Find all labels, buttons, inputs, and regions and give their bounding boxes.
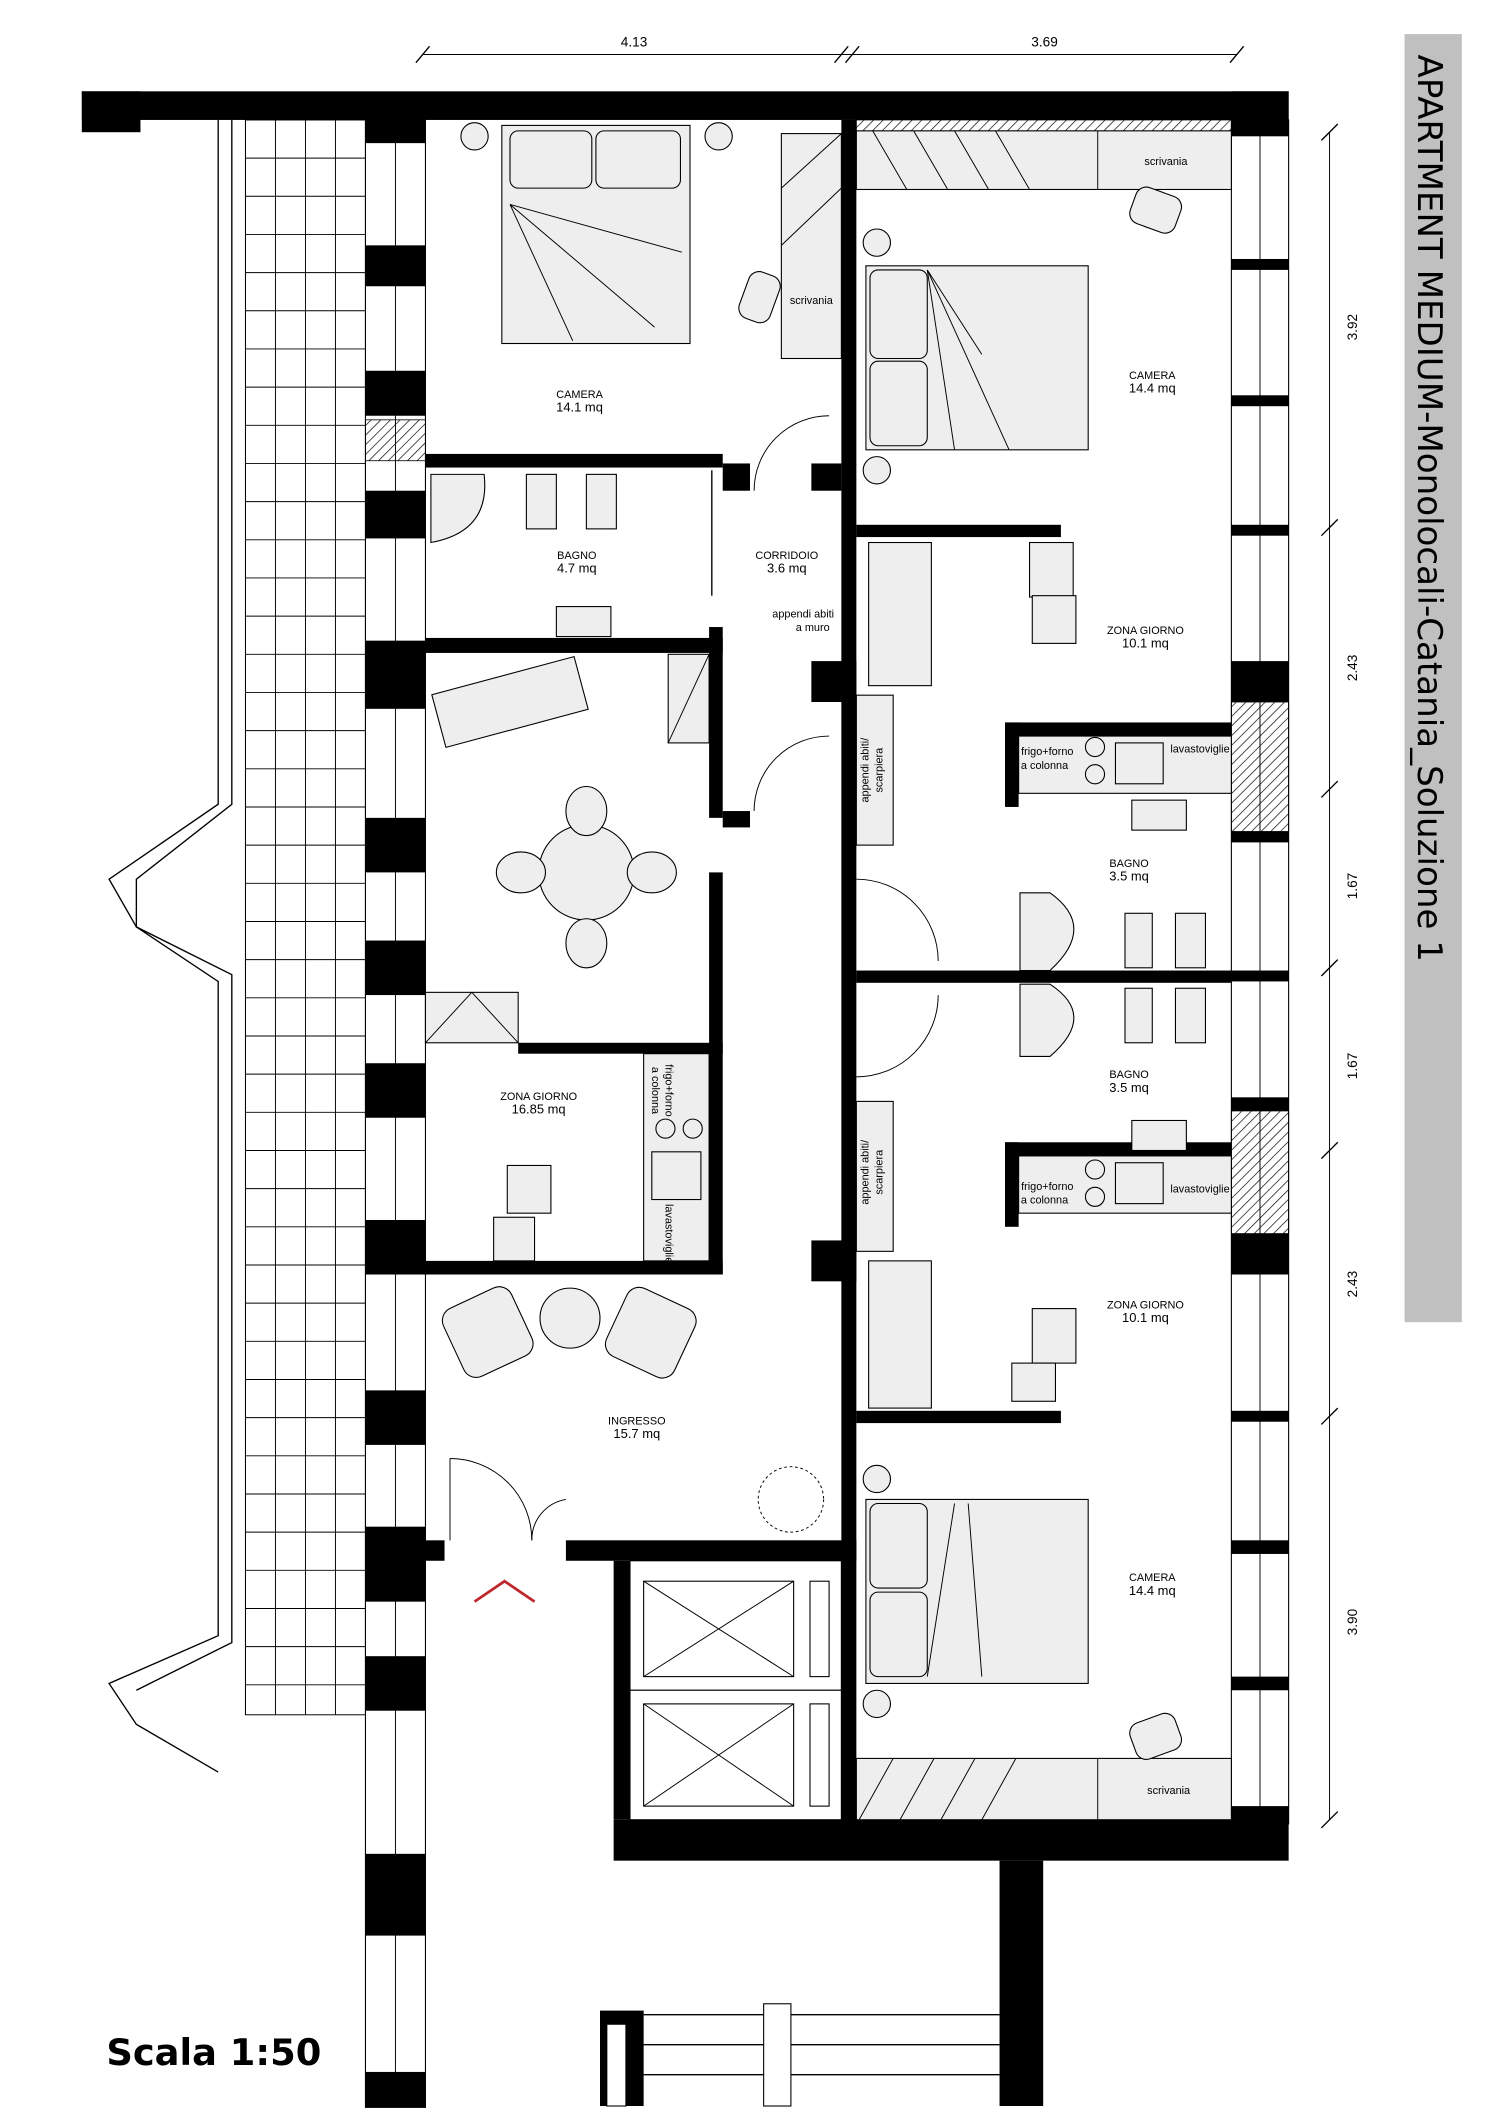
svg-text:4.7 mq: 4.7 mq: [557, 561, 597, 576]
scarpiera-label: scarpiera: [873, 1149, 885, 1195]
appendi-muro-label: a muro: [796, 622, 830, 634]
plan-title: APARTMENT MEDIUM-Monolocali-Catania_Solu…: [1409, 55, 1449, 962]
frigo-label: frigo+forno: [1021, 1181, 1073, 1193]
appendi-muro-label: appendi abiti: [772, 608, 834, 620]
bed: [460, 122, 733, 345]
balcony: [108, 119, 366, 1773]
lavastoviglie-label: lavastoviglie: [1170, 1184, 1229, 1196]
svg-text:CAMERA: CAMERA: [556, 389, 603, 401]
stair: [600, 2003, 1000, 2107]
walls: [81, 91, 1289, 2107]
lavastoviglie-label: lavastoviglie: [1170, 743, 1229, 755]
svg-text:ZONA GIORNO: ZONA GIORNO: [500, 1091, 577, 1103]
scrivania-label: scrivania: [1144, 156, 1188, 168]
frigo-label: frigo+forno: [1021, 746, 1073, 758]
svg-text:14.1 mq: 14.1 mq: [556, 400, 603, 415]
dimension-right-3: 1.67: [1345, 873, 1360, 900]
svg-text:3.5 mq: 3.5 mq: [1109, 1080, 1149, 1095]
svg-text:BAGNO: BAGNO: [557, 550, 596, 562]
svg-text:10.1 mq: 10.1 mq: [1122, 1310, 1169, 1325]
svg-text:CORRIDOIO: CORRIDOIO: [755, 550, 818, 562]
lavastoviglie-label: lavastoviglie: [662, 1204, 674, 1263]
entry-arrow-icon: [473, 1579, 536, 1603]
frigo-label: a colonna: [649, 1067, 661, 1115]
dimension-right-5: 2.43: [1345, 1271, 1360, 1298]
svg-text:CAMERA: CAMERA: [1129, 370, 1176, 382]
svg-text:ZONA GIORNO: ZONA GIORNO: [1107, 1300, 1184, 1312]
svg-text:BAGNO: BAGNO: [1109, 1069, 1148, 1081]
scarpiera-label: appendi abiti/: [860, 1139, 872, 1205]
dimension-right-1: 3.92: [1345, 314, 1360, 341]
svg-text:14.4 mq: 14.4 mq: [1129, 381, 1176, 396]
right-exterior-wall: [1230, 119, 1290, 1825]
svg-text:INGRESSO: INGRESSO: [608, 1415, 666, 1427]
title-bar: APARTMENT MEDIUM-Monolocali-Catania_Solu…: [1404, 34, 1462, 1323]
dimension-right-6: 3.90: [1345, 1608, 1360, 1635]
svg-text:BAGNO: BAGNO: [1109, 858, 1148, 870]
bed: [862, 1464, 1089, 1719]
dimension-top-1: 4.13: [621, 34, 648, 49]
svg-text:ZONA GIORNO: ZONA GIORNO: [1107, 625, 1184, 637]
frigo-label: a colonna: [1021, 1195, 1069, 1207]
scarpiera-label: scarpiera: [873, 747, 885, 793]
frigo-label: frigo+forno: [662, 1064, 674, 1116]
svg-text:14.4 mq: 14.4 mq: [1129, 1583, 1176, 1598]
dimension-right-4: 1.67: [1345, 1053, 1360, 1080]
scale-label: Scala 1:50: [106, 2031, 321, 2074]
svg-text:3.6 mq: 3.6 mq: [767, 561, 807, 576]
dimension-right-2: 2.43: [1345, 655, 1360, 682]
bed: [862, 228, 1089, 485]
dimension-lines: [415, 45, 1339, 1829]
svg-text:3.5 mq: 3.5 mq: [1109, 869, 1149, 884]
dimension-top-2: 3.69: [1031, 34, 1058, 49]
svg-text:15.7 mq: 15.7 mq: [613, 1426, 660, 1441]
scarpiera-label: appendi abiti/: [860, 737, 872, 803]
left-exterior-wall: [364, 119, 426, 2108]
scrivania-label: scrivania: [1147, 1785, 1191, 1797]
lift-shaft: [629, 1560, 842, 1821]
svg-text:10.1 mq: 10.1 mq: [1122, 635, 1169, 650]
svg-text:CAMERA: CAMERA: [1129, 1572, 1176, 1584]
scrivania-label: scrivania: [790, 295, 834, 307]
frigo-label: a colonna: [1021, 760, 1069, 772]
svg-text:16.85 mq: 16.85 mq: [512, 1102, 566, 1117]
